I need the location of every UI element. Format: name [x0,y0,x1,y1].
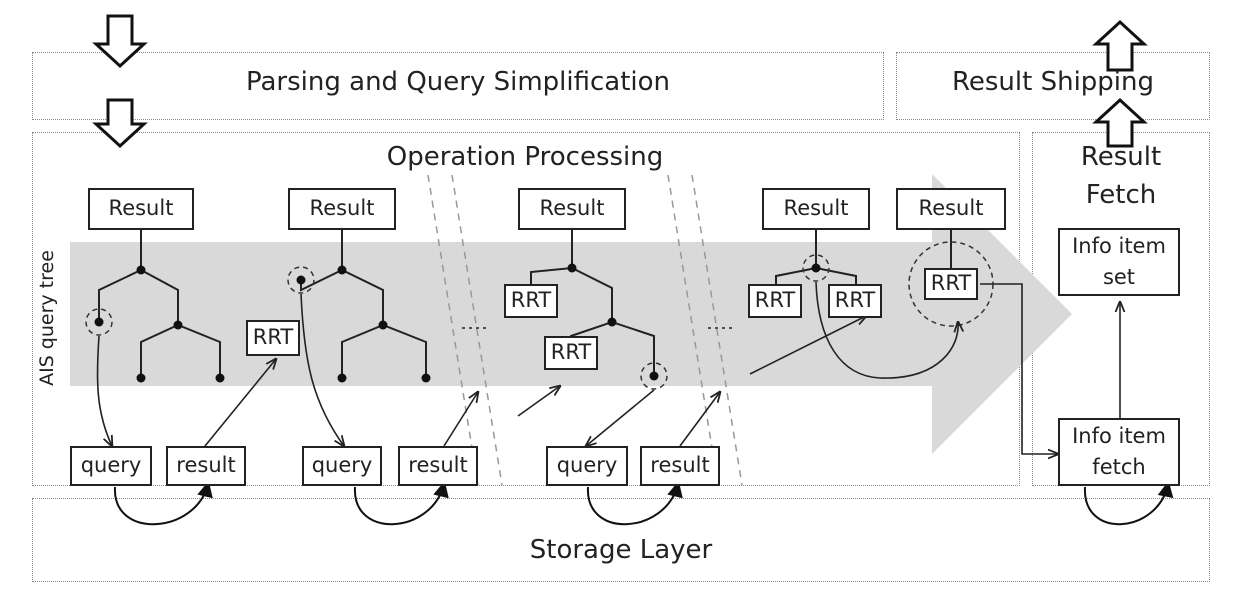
rrt-box: RRT [504,284,558,318]
parsing-layer-title: Parsing and Query Simplification [245,67,671,97]
result-box: Result [288,188,396,230]
processing-band-arrow [70,174,1072,454]
input-arrow-middle [92,98,148,149]
query-tree-4-node [811,263,821,273]
info-item-set-line2: set [1102,265,1136,289]
fetch-layer-title-line2: Fetch [1085,180,1157,210]
result-box: Result [896,188,1006,230]
storage-layer [32,498,1210,582]
shipping-layer-title: Result Shipping [951,67,1155,97]
input-arrow-top [92,14,148,69]
rrt-box: RRT [828,284,882,318]
shipping-layer [896,52,1210,120]
info-item-set-box: Info item set [1058,228,1180,296]
result-box: Result [88,188,194,230]
rrt-box: RRT [246,320,300,356]
info-item-fetch-box: Info item fetch [1058,418,1180,486]
query-tree-2-nodes [296,265,431,383]
storage-result-box: result [640,446,720,486]
query-tree-1-nodes [94,265,225,383]
result-box: Result [762,188,870,230]
query-box: query [70,446,152,486]
storage-layer-title: Storage Layer [529,535,713,565]
output-arrow-top [1092,19,1148,72]
flow-arrows [96,281,1120,454]
storage-result-box: result [166,446,246,486]
info-item-fetch-line1: Info item [1072,423,1166,448]
query-box: query [302,446,382,486]
rrt-box: RRT [748,284,802,318]
query-box: query [546,446,628,486]
query-tree-3-nodes [567,263,659,381]
parsing-layer [32,52,884,120]
rrt-box: RRT [924,268,978,300]
result-box: Result [518,188,626,230]
output-arrow-middle [1092,97,1148,148]
dashed-separators [427,174,743,486]
storage-result-box: result [398,446,478,486]
info-item-set-line1: Info item [1072,233,1166,258]
storage-roundtrip-arrows [113,480,1174,526]
rrt-box: RRT [544,336,598,370]
info-item-fetch-line2: fetch [1092,455,1146,479]
query-tree-side-label: AIS query tree [36,250,58,386]
operation-layer-title: Operation Processing [386,142,664,172]
fetch-layer-title-line1: Result [1080,142,1162,172]
